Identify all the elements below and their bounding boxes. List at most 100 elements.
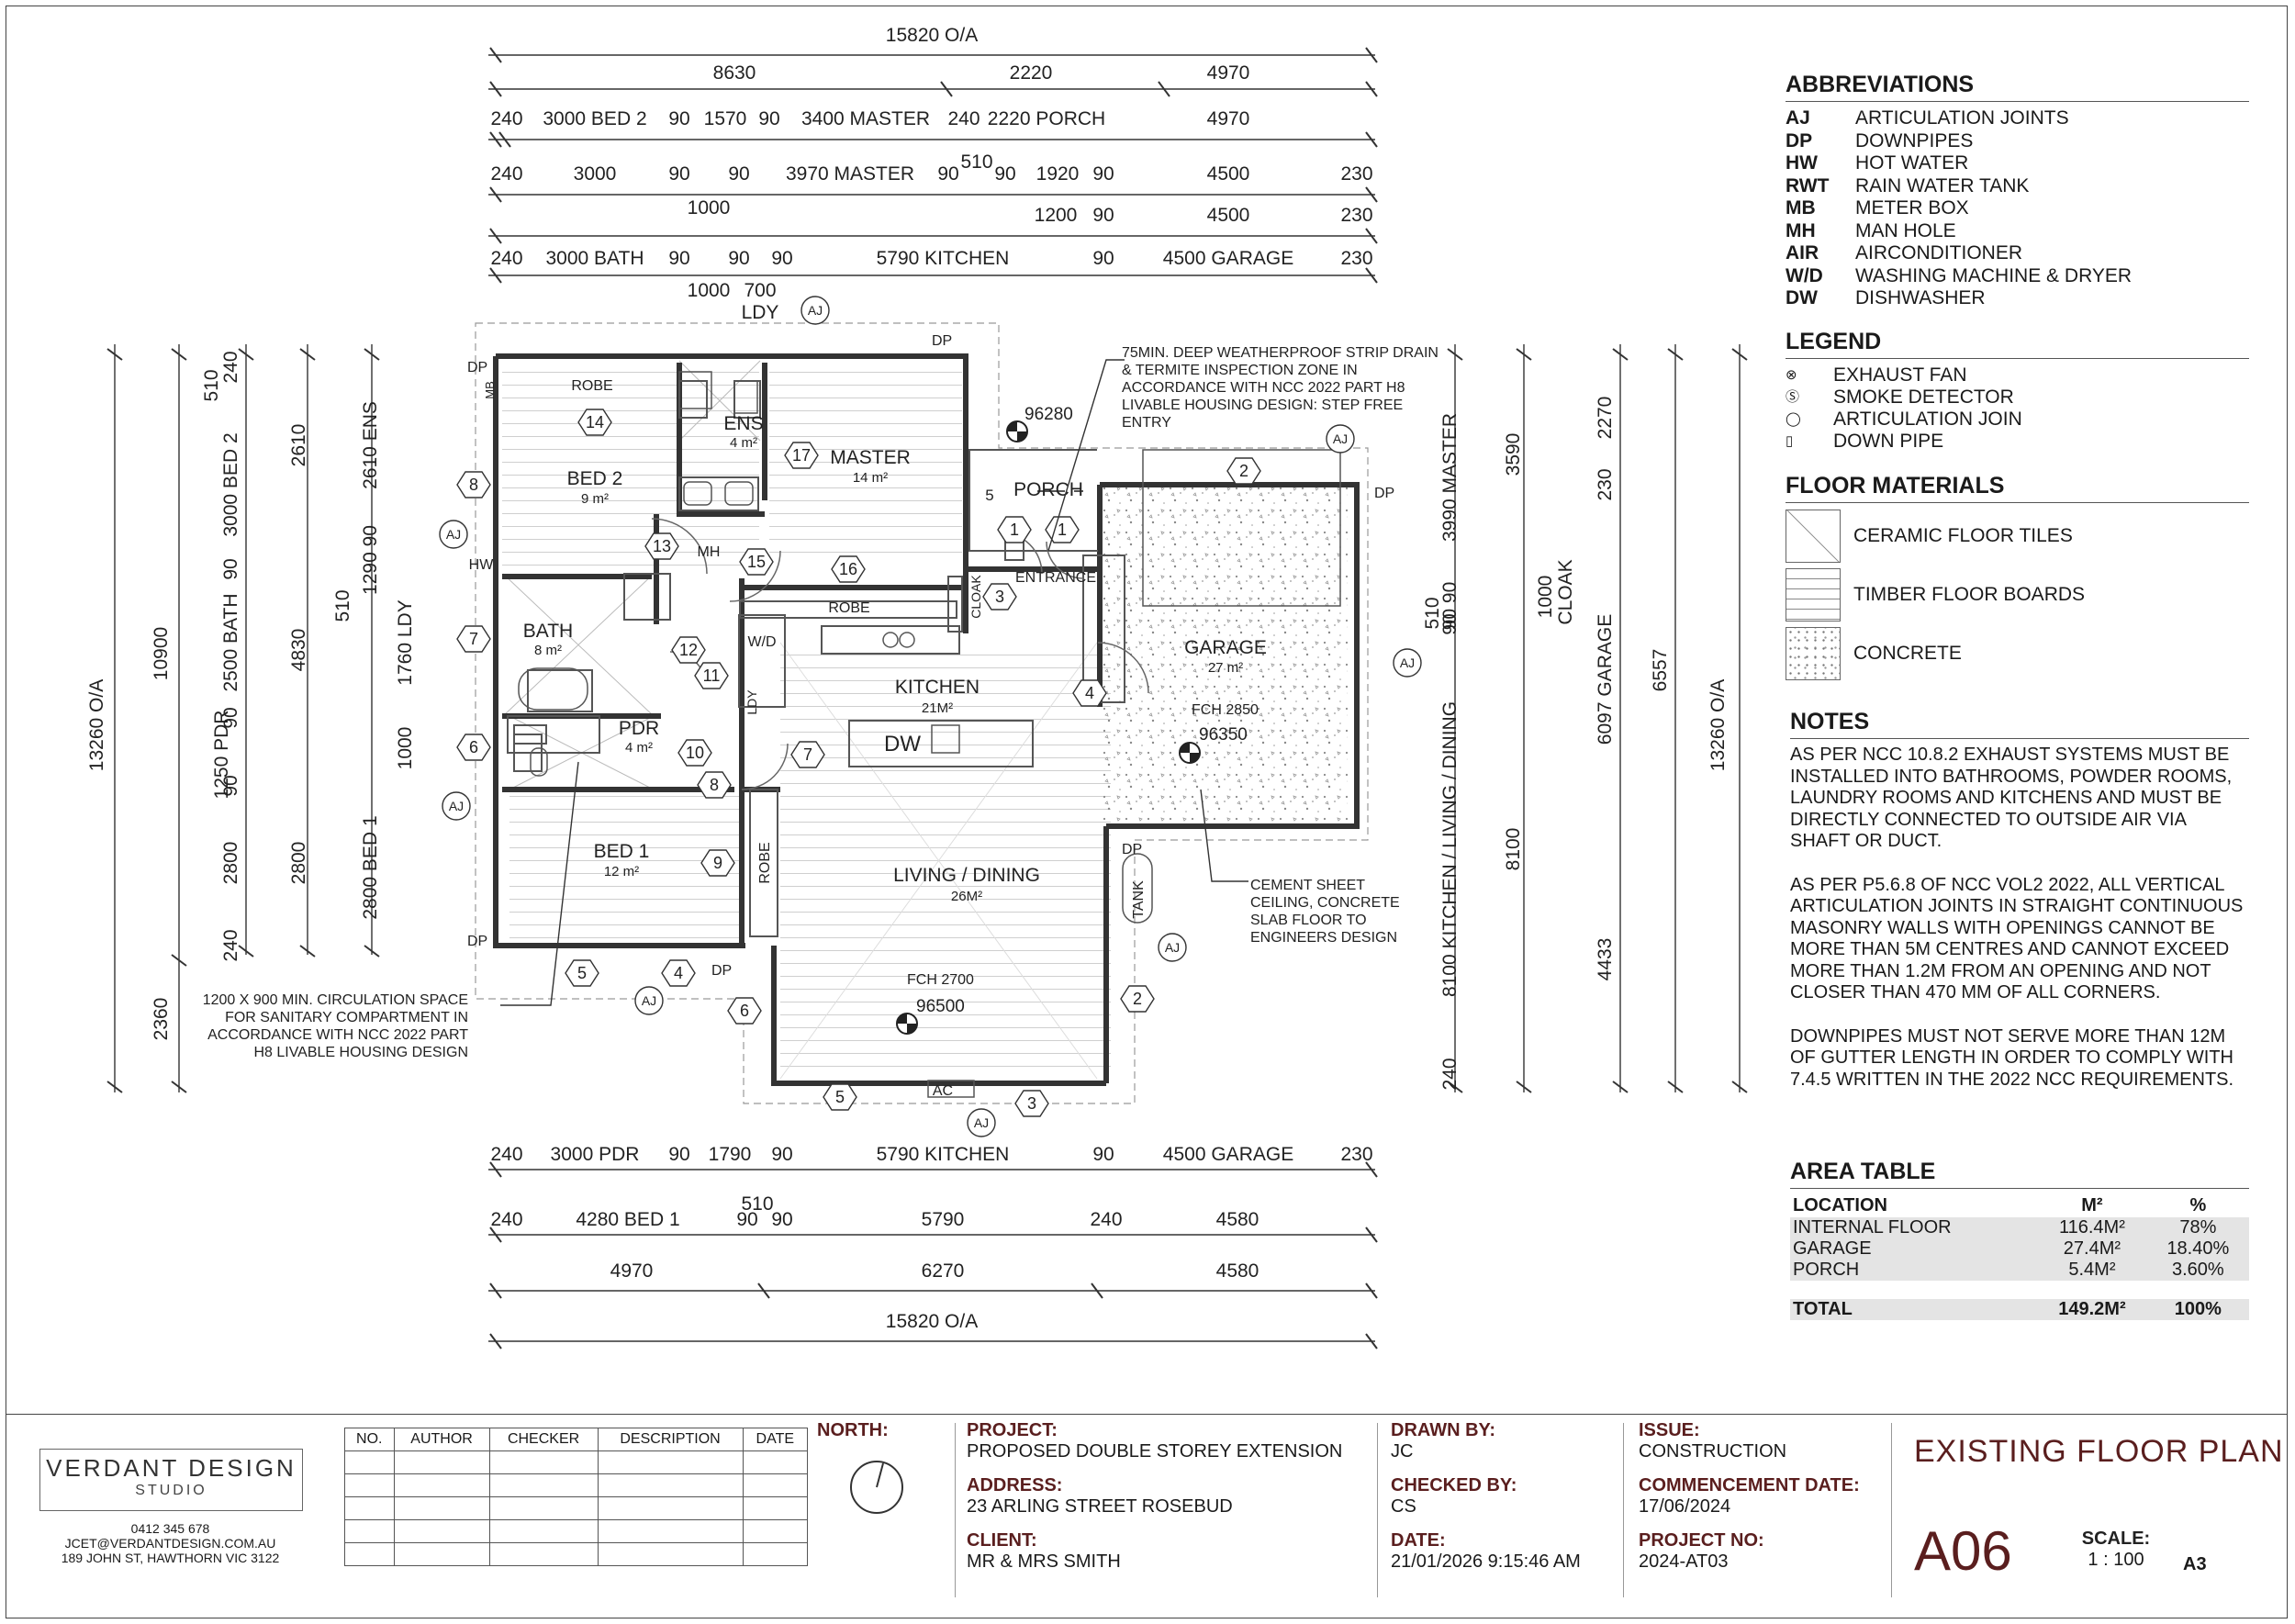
eaves-outline bbox=[475, 322, 1369, 1104]
dim-text: 8100 bbox=[1503, 828, 1524, 871]
wall-tag: 8 bbox=[710, 776, 719, 794]
dim-text: 90 bbox=[668, 108, 689, 129]
spot-levels: 96280 96350 96500 FCH 2850 FCH 2700 bbox=[907, 405, 1259, 1016]
material-label: CONCRETE bbox=[1853, 643, 1962, 664]
area-cell: 116.4M² bbox=[2037, 1217, 2147, 1238]
wall-tags: 14 17 13 15 16 12 11 10 9 8 7 7 6 6 5 5 … bbox=[456, 409, 1261, 1117]
wall-tag: 15 bbox=[747, 553, 766, 571]
aircon-label: AC bbox=[933, 1083, 953, 1099]
material-label: TIMBER FLOOR BOARDS bbox=[1853, 584, 2086, 605]
area-cell: 5.4M² bbox=[2037, 1260, 2147, 1281]
abbreviation-code: DP bbox=[1786, 129, 1813, 151]
dim-text: 3990 MASTER bbox=[1439, 413, 1461, 542]
dim-text: LDY bbox=[742, 302, 779, 323]
room-pdr-name: PDR bbox=[619, 718, 659, 739]
area-cell: 78% bbox=[2146, 1217, 2249, 1238]
abbreviation-code: MB bbox=[1786, 197, 1816, 218]
abbreviation-code: DW bbox=[1786, 287, 1818, 308]
robe-label: ROBE bbox=[757, 842, 773, 883]
dim-text: 5790 KITCHEN bbox=[877, 1144, 1010, 1165]
legend-text: SMOKE DETECTOR bbox=[1833, 386, 2014, 408]
drawn-value: JC bbox=[1391, 1441, 1414, 1462]
dim-text: 240 bbox=[490, 108, 522, 129]
area-row: GARAGE 27.4M² 18.40% bbox=[1790, 1238, 2249, 1260]
dim-top-overall: 15820 O/A bbox=[886, 25, 978, 46]
dim-text: 1290 90 bbox=[360, 525, 381, 595]
dim-text: 4970 bbox=[1207, 62, 1250, 84]
wall-tag: 9 bbox=[713, 854, 722, 872]
dim-text: 2270 bbox=[1595, 397, 1616, 440]
room-ens-area: 4 m² bbox=[730, 435, 757, 451]
dim-text: 1000 bbox=[395, 727, 416, 770]
entrance-label: ENTRANCE bbox=[1015, 570, 1096, 586]
area-total-cell: 100% bbox=[2146, 1299, 2249, 1320]
rev-col: CHECKER bbox=[488, 1428, 599, 1451]
contact-phone: 0412 345 678 bbox=[130, 1521, 210, 1536]
spot-level: 96350 bbox=[1199, 725, 1248, 745]
notes-title: NOTES bbox=[1790, 709, 2249, 739]
manhole-label: MH bbox=[698, 544, 721, 560]
dim-text: 90 bbox=[220, 558, 241, 579]
date-value: 21/01/2026 9:15:46 AM bbox=[1391, 1551, 1581, 1572]
wall-tag: 13 bbox=[653, 537, 671, 555]
ceramic-tile-swatch bbox=[1786, 510, 1841, 563]
dim-text: 1570 bbox=[704, 108, 747, 129]
right-dimension-text: 3990 MASTER 510 90 90 90 8100 KITCHEN / … bbox=[1422, 397, 1729, 1091]
abbreviation-text: ARTICULATION JOINTS bbox=[1855, 107, 2069, 129]
rev-col: NO. bbox=[344, 1428, 395, 1451]
dim-text: 4970 bbox=[1207, 108, 1250, 129]
project-value: PROPOSED DOUBLE STOREY EXTENSION bbox=[967, 1441, 1343, 1462]
project-section: PROJECT: PROPOSED DOUBLE STOREY EXTENSIO… bbox=[967, 1420, 1342, 1585]
contact-address: 189 JOHN ST, HAWTHORN VIC 3122 bbox=[61, 1551, 280, 1565]
ceiling-height: FCH 2850 bbox=[1192, 702, 1259, 718]
aj-icon: AJ bbox=[642, 993, 656, 1008]
cement-sheet-callout: CEMENT SHEET CEILING, CONCRETE SLAB FLOO… bbox=[1250, 878, 1400, 946]
dim-text: 90 bbox=[736, 1209, 757, 1230]
hot-water-label: HW bbox=[469, 557, 495, 573]
wall-tag: 5 bbox=[577, 964, 587, 982]
room-garage-area: 27 m² bbox=[1208, 660, 1243, 676]
dim-right-overall: 13260 O/A bbox=[1707, 679, 1729, 771]
room-bed2-name: BED 2 bbox=[567, 468, 623, 489]
abbreviation-code: W/D bbox=[1786, 264, 1823, 286]
wall-tag: 7 bbox=[803, 745, 812, 764]
dim-text: 1790 bbox=[709, 1144, 752, 1165]
contact-email: JCET@VERDANTDESIGN.COM.AU bbox=[64, 1536, 276, 1551]
dp-label: DP bbox=[467, 934, 487, 949]
dim-text: 3590 bbox=[1503, 433, 1524, 476]
dim-text: 3000 bbox=[574, 163, 617, 185]
dim-text: 2610 ENS bbox=[360, 401, 381, 489]
floor-materials-title: FLOOR MATERIALS bbox=[1786, 473, 2249, 503]
checked-label: CHECKED BY: bbox=[1391, 1475, 1517, 1495]
abbreviation-text: AIRCONDITIONER bbox=[1855, 242, 2023, 263]
wall-tag: 5 bbox=[835, 1088, 845, 1106]
scale-section: SCALE: 1 : 100 bbox=[2061, 1529, 2171, 1571]
dim-text: 3970 MASTER bbox=[786, 163, 914, 185]
dim-text: 1920 bbox=[1036, 163, 1080, 185]
tb-divider bbox=[1377, 1423, 1378, 1597]
dim-text: 230 bbox=[1340, 1144, 1372, 1165]
area-row: INTERNAL FLOOR 116.4M² 78% bbox=[1790, 1217, 2249, 1238]
sheet-title: EXISTING FLOOR PLAN bbox=[1914, 1434, 2284, 1469]
dim-text: 5790 KITCHEN bbox=[877, 248, 1010, 269]
project-no-value: 2024-AT03 bbox=[1639, 1551, 1729, 1572]
strip-drain-callout: 75MIN. DEEP WEATHERPROOF STRIP DRAIN & T… bbox=[1122, 345, 1439, 431]
wall-tag: 2 bbox=[1239, 462, 1248, 480]
spot-level: 96500 bbox=[916, 997, 965, 1016]
dim-text: 240 bbox=[490, 1144, 522, 1165]
area-cell: INTERNAL FLOOR bbox=[1790, 1217, 2038, 1238]
legend-text: EXHAUST FAN bbox=[1833, 364, 1967, 386]
dp-label: DP bbox=[1374, 486, 1394, 501]
room-bed1-area: 12 m² bbox=[604, 864, 639, 879]
material-row: CERAMIC FLOOR TILES bbox=[1786, 509, 2249, 564]
area-cell: 18.40% bbox=[2146, 1238, 2249, 1260]
wall-tag: 4 bbox=[674, 964, 683, 982]
bottom-dimension-lines bbox=[488, 1161, 1378, 1350]
right-dimension-lines bbox=[1447, 344, 1748, 1093]
dim-text: 4280 BED 1 bbox=[576, 1209, 679, 1230]
